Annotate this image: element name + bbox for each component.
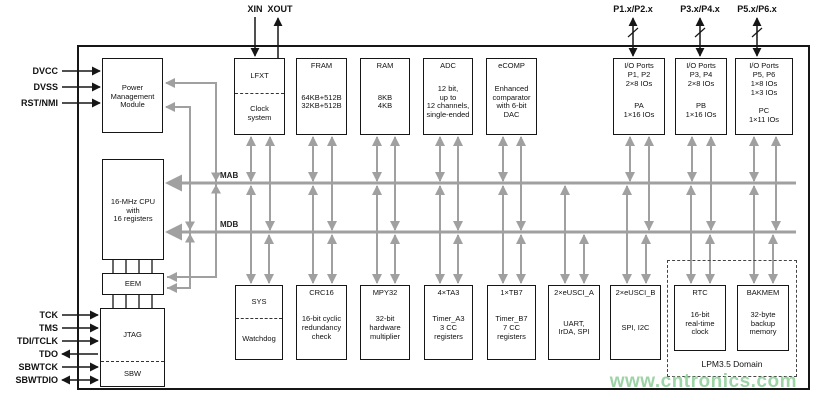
block-title: Power Management Module [110, 82, 155, 110]
pin-arrows [61, 17, 762, 385]
block-eem: EEM [102, 273, 164, 295]
block-adc: ADC 12 bit, up to 12 channels, single-en… [423, 58, 473, 135]
block-lfxt-clock: LFXT Clock system [234, 58, 285, 135]
block-sys-watchdog: SYS Watchdog [235, 285, 283, 360]
block-title: RAM [376, 61, 394, 70]
block-title: I/O Ports P1, P2 2×8 IOs [624, 61, 654, 88]
pin-label-sbwtck: SBWTCK [18, 362, 59, 372]
block-title: RTC [692, 288, 708, 297]
mab-bus-label: MAB [220, 171, 239, 180]
lpm35-domain-label: LPM3.5 Domain [701, 359, 763, 369]
block-io-ports-p5-p6: I/O Ports P5, P6 1×8 IOs 1×3 IOs PC 1×11… [735, 58, 793, 135]
block-body: Timer_A3 3 CC registers [432, 314, 465, 341]
block-title: EEM [124, 278, 142, 288]
block-eusci-b: 2×eUSCI_B SPI, I2C [610, 285, 661, 360]
block-crc16: CRC16 16-bit cyclic redundancy check [296, 285, 347, 360]
pin-label-xin: XIN [247, 4, 263, 14]
block-title: FRAM [310, 61, 333, 70]
pin-label-p3x-p4x: P3.x/P4.x [680, 4, 720, 14]
pmm-eem-arrowheads [165, 78, 221, 293]
chip-boundary [77, 45, 810, 390]
block-body: UART, IrDA, SPI [558, 318, 590, 337]
pin-label-tdo: TDO [39, 349, 58, 359]
block-title: eCOMP [498, 61, 525, 70]
block-io-ports-p1-p2: I/O Ports P1, P2 2×8 IOs PA 1×16 IOs [613, 58, 665, 135]
block-body: Clock system [247, 104, 272, 122]
block-title: I/O Ports P3, P4 2×8 IOs [686, 61, 716, 88]
pin-label-tms: TMS [39, 323, 58, 333]
block-body: PB 1×16 IOs [685, 101, 717, 120]
block-title: CRC16 [309, 288, 334, 297]
block-title: 1×TB7 [500, 288, 523, 297]
block-cpu: 16-MHz CPU with 16 registers [102, 159, 164, 260]
block-title: 2×eUSCI_A [554, 288, 594, 297]
block-ecomp: eCOMP Enhanced comparator with 6-bit DAC [486, 58, 537, 135]
block-fram: FRAM 64KB+512B 32KB+512B [296, 58, 347, 135]
block-body: SPI, I2C [621, 323, 650, 332]
block-body: Timer_B7 7 CC registers [495, 314, 528, 341]
block-title: ADC [440, 61, 456, 70]
block-title: 16-MHz CPU with 16 registers [110, 196, 156, 224]
module-links [112, 260, 153, 308]
pin-label-dvss: DVSS [33, 82, 58, 92]
block-body: 32-byte backup memory [749, 309, 777, 337]
block-mpy32: MPY32 32-bit hardware multiplier [360, 285, 410, 360]
pin-label-tdi-tclk: TDI/TCLK [17, 336, 58, 346]
block-jtag-sbw: JTAG SBW [100, 308, 165, 387]
block-body: PA 1×16 IOs [623, 101, 655, 120]
port-bus-slashes [627, 27, 763, 38]
block-body: 12 bit, up to 12 channels, single-ended [426, 83, 470, 120]
block-body: SBW [101, 361, 164, 386]
pin-label-dvcc: DVCC [32, 66, 58, 76]
watermark: www.cntronics.com [609, 371, 797, 392]
block-ram: RAM 8KB 4KB [360, 58, 410, 135]
pin-label-p1x-p2x: P1.x/P2.x [613, 4, 653, 14]
lpm35-domain-box: LPM3.5 Domain [667, 260, 797, 377]
pin-label-xout: XOUT [267, 4, 293, 14]
block-power-management: Power Management Module [102, 58, 163, 133]
block-timer-a3: 4×TA3 Timer_A3 3 CC registers [424, 285, 473, 360]
block-body: 32-bit hardware multiplier [369, 314, 401, 341]
block-title: I/O Ports P5, P6 1×8 IOs 1×3 IOs [749, 61, 779, 97]
block-timer-b7: 1×TB7 Timer_B7 7 CC registers [487, 285, 536, 360]
block-body: 64KB+512B 32KB+512B [301, 92, 342, 111]
block-body: 8KB 4KB [377, 92, 393, 111]
block-eusci-a: 2×eUSCI_A UART, IrDA, SPI [548, 285, 600, 360]
cpu-bus-arrowheads [165, 174, 182, 241]
block-title: BAKMEM [746, 288, 780, 297]
block-body: PC 1×11 IOs [748, 105, 780, 124]
block-bakmem: BAKMEM 32-byte backup memory [737, 285, 789, 351]
block-body: 16-bit real-time clock [685, 309, 715, 337]
block-body: 16-bit cyclic redundancy check [301, 314, 342, 341]
pin-label-rst-nmi: RST/NMI [21, 98, 58, 108]
block-io-ports-p3-p4: I/O Ports P3, P4 2×8 IOs PB 1×16 IOs [675, 58, 727, 135]
block-rtc: RTC 16-bit real-time clock [674, 285, 726, 351]
block-title: 4×TA3 [437, 288, 460, 297]
block-title: MPY32 [372, 288, 398, 297]
mdb-bus-label: MDB [220, 220, 239, 229]
pin-label-sbwtdio: SBWTDIO [15, 375, 59, 385]
bus-taps [246, 136, 781, 284]
block-title: LFXT [250, 70, 269, 80]
block-title: 2×eUSCI_B [615, 288, 656, 297]
block-title: JTAG [123, 329, 142, 339]
block-title: SYS [251, 296, 267, 306]
block-body: Enhanced comparator with 6-bit DAC [492, 83, 531, 120]
pin-label-p5x-p6x: P5.x/P6.x [737, 4, 777, 14]
pin-label-tck: TCK [39, 310, 59, 320]
block-body: Watchdog [242, 333, 276, 343]
